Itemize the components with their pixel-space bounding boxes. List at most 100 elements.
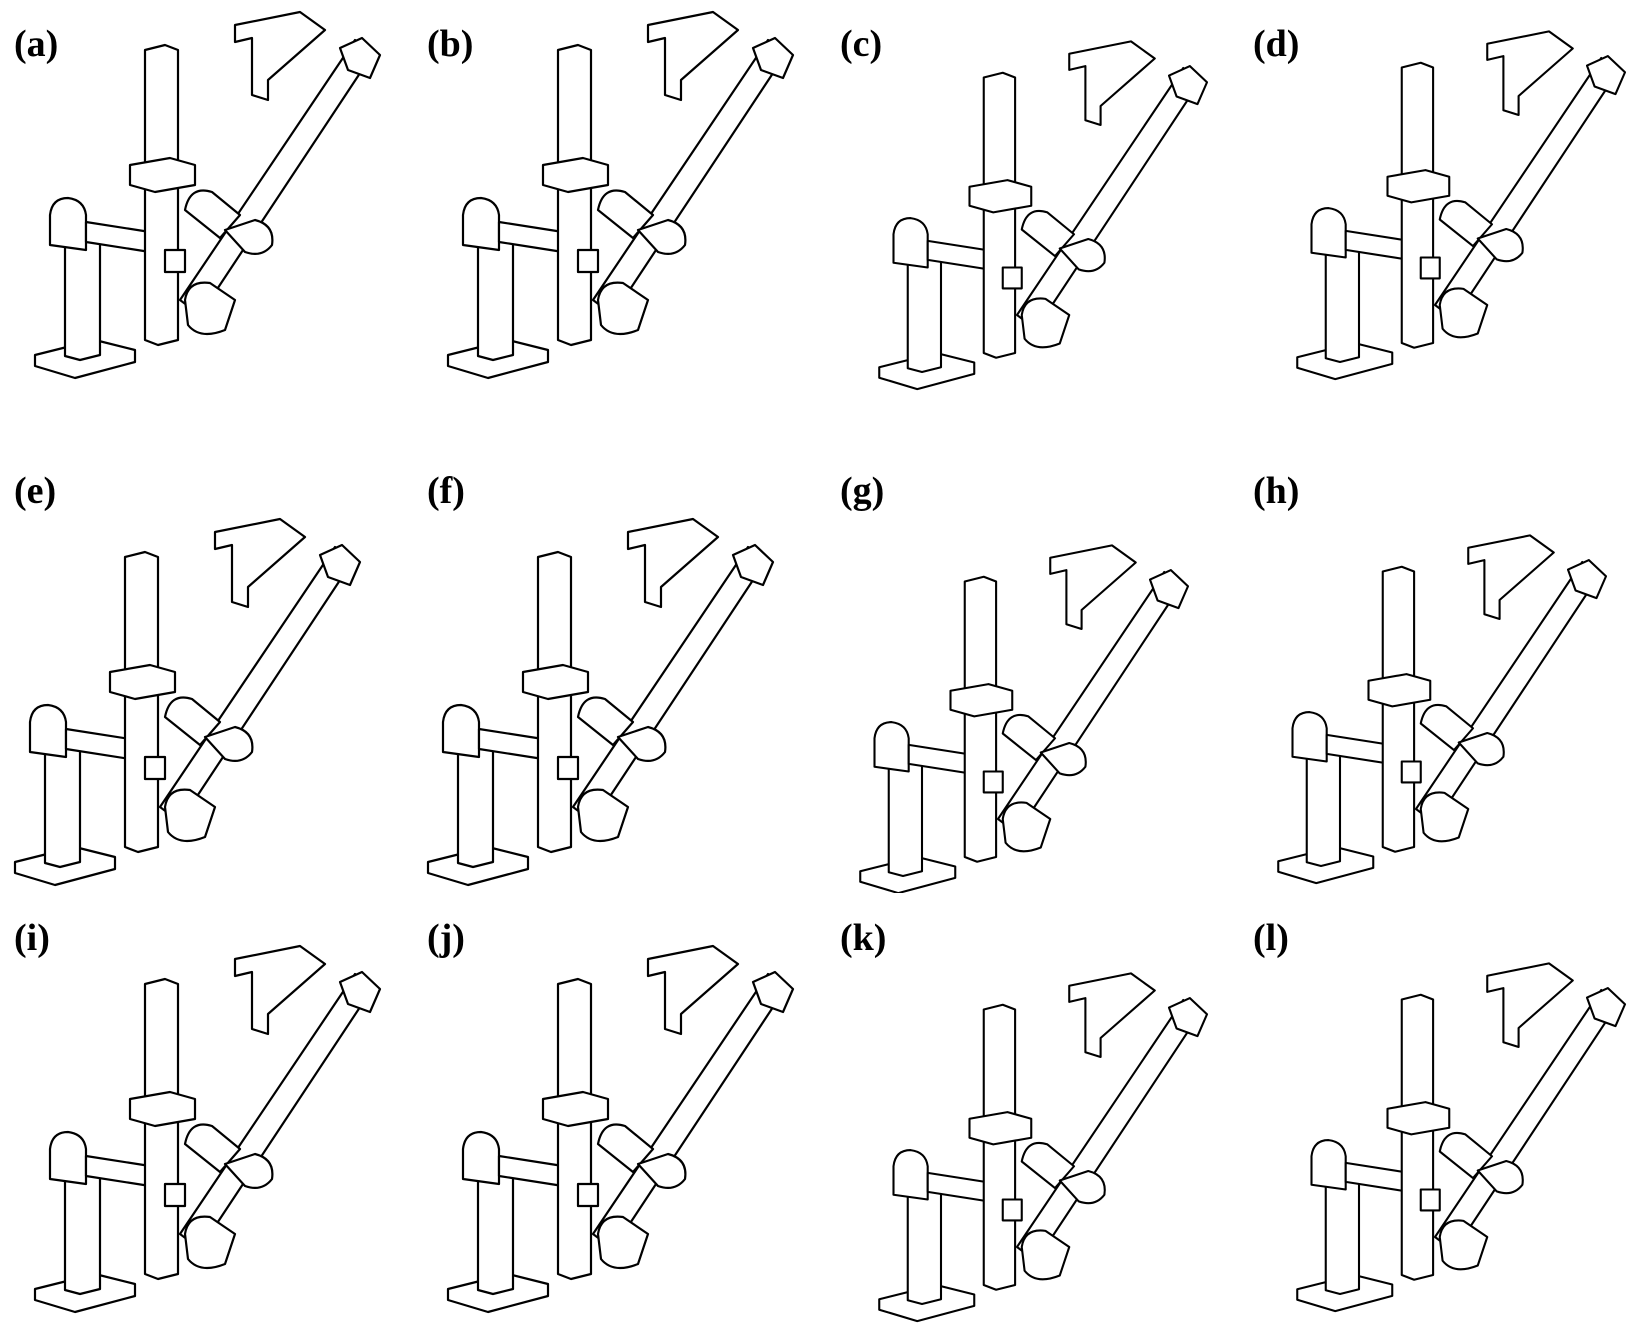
pin-joint-1	[1438, 199, 1494, 248]
vertical-post	[556, 43, 593, 347]
panel-label: (i)	[14, 917, 50, 959]
figure-panel: (f)	[413, 447, 826, 893]
clevis-joint	[892, 217, 929, 269]
vertical-post	[982, 71, 1017, 359]
pin-joint-2	[636, 1152, 687, 1189]
pin-joint-1	[1438, 1131, 1494, 1180]
base-column	[63, 1172, 102, 1296]
small-cube	[576, 248, 600, 274]
clevis-joint	[892, 1149, 929, 1201]
figure-panel: (c)	[826, 0, 1239, 446]
pin-joint-3	[1020, 297, 1071, 349]
clevis-joint	[441, 703, 481, 759]
figure-panel: (d)	[1239, 0, 1652, 446]
small-cube	[1001, 266, 1023, 290]
slider-block	[1367, 673, 1432, 708]
top-bracket	[1049, 544, 1137, 631]
mechanism-drawing	[859, 544, 1190, 893]
pin-joint-3	[163, 788, 217, 843]
clevis-joint	[48, 1130, 88, 1186]
figure-panel: (i)	[0, 894, 413, 1340]
figure-panel: (h)	[1239, 447, 1652, 893]
slider-block	[128, 156, 197, 194]
pin-joint-1	[163, 696, 222, 747]
pin-joint-2	[616, 725, 667, 762]
link-end-block	[338, 36, 382, 80]
clevis-joint	[873, 721, 910, 773]
small-cube	[1419, 256, 1441, 280]
clevis-joint	[461, 196, 501, 252]
panel-label: (j)	[427, 917, 465, 959]
link-end-block	[338, 970, 382, 1014]
top-bracket	[646, 10, 740, 102]
panel-label: (f)	[427, 470, 465, 512]
mechanism-drawing	[33, 10, 382, 380]
pin-joint-3	[596, 1215, 650, 1270]
base-column	[906, 1188, 943, 1306]
link-end-block	[731, 543, 775, 587]
clevis-joint	[1310, 1139, 1347, 1191]
pin-joint-1	[183, 1123, 242, 1174]
slider-block	[968, 1111, 1033, 1146]
top-bracket	[233, 944, 327, 1036]
vertical-post	[963, 575, 998, 863]
pin-joint-2	[1039, 741, 1087, 777]
top-bracket	[233, 10, 327, 102]
base-column	[456, 745, 495, 869]
pin-joint-2	[223, 1152, 274, 1189]
pin-joint-3	[183, 281, 237, 336]
panel-label: (a)	[14, 23, 59, 65]
pin-joint-1	[576, 696, 635, 747]
panel-label: (d)	[1253, 23, 1300, 65]
top-bracket	[1068, 972, 1156, 1059]
small-cube	[1001, 1198, 1023, 1222]
long-link	[1015, 66, 1201, 331]
link-end-block	[1585, 987, 1627, 1028]
pin-joint-2	[223, 218, 274, 255]
clevis-joint	[1310, 207, 1347, 259]
panel-label: (k)	[840, 917, 887, 959]
pin-joint-3	[1438, 287, 1489, 339]
top-bracket	[1486, 962, 1574, 1049]
figure-panel: (g)	[826, 447, 1239, 893]
long-link	[591, 38, 787, 317]
vertical-post	[123, 550, 160, 854]
base-column	[43, 745, 82, 869]
slider-block	[521, 663, 590, 701]
base-column	[906, 256, 943, 374]
long-link	[178, 972, 374, 1251]
pin-joint-3	[596, 281, 650, 336]
small-cube	[982, 770, 1004, 794]
slider-block	[541, 156, 610, 194]
small-cube	[1400, 760, 1422, 784]
top-bracket	[626, 517, 720, 609]
pin-joint-3	[1419, 791, 1470, 843]
vertical-post	[143, 977, 180, 1281]
small-cube	[163, 248, 187, 274]
pin-joint-1	[1419, 703, 1475, 752]
panel-label: (e)	[14, 470, 57, 512]
long-link	[1433, 56, 1619, 321]
link-end-block	[751, 970, 795, 1014]
panel-label: (g)	[840, 470, 885, 512]
figure-panel: (b)	[413, 0, 826, 446]
pin-joint-1	[183, 189, 242, 240]
link-end-block	[1566, 559, 1608, 600]
long-link	[571, 545, 767, 824]
base-column	[1305, 750, 1342, 868]
pin-joint-1	[1020, 1141, 1076, 1190]
pin-joint-1	[596, 1123, 655, 1174]
base-column	[1324, 1178, 1361, 1296]
long-link	[1414, 560, 1600, 825]
base-column	[887, 760, 924, 878]
panel-label: (b)	[427, 23, 474, 65]
top-bracket	[1467, 534, 1555, 621]
pin-joint-3	[1020, 1229, 1071, 1281]
long-link	[996, 570, 1182, 835]
pin-joint-1	[1001, 713, 1057, 762]
pin-joint-2	[636, 218, 687, 255]
pin-joint-1	[596, 189, 655, 240]
pin-joint-3	[576, 788, 630, 843]
slider-block	[108, 663, 177, 701]
pin-joint-3	[1001, 801, 1052, 853]
